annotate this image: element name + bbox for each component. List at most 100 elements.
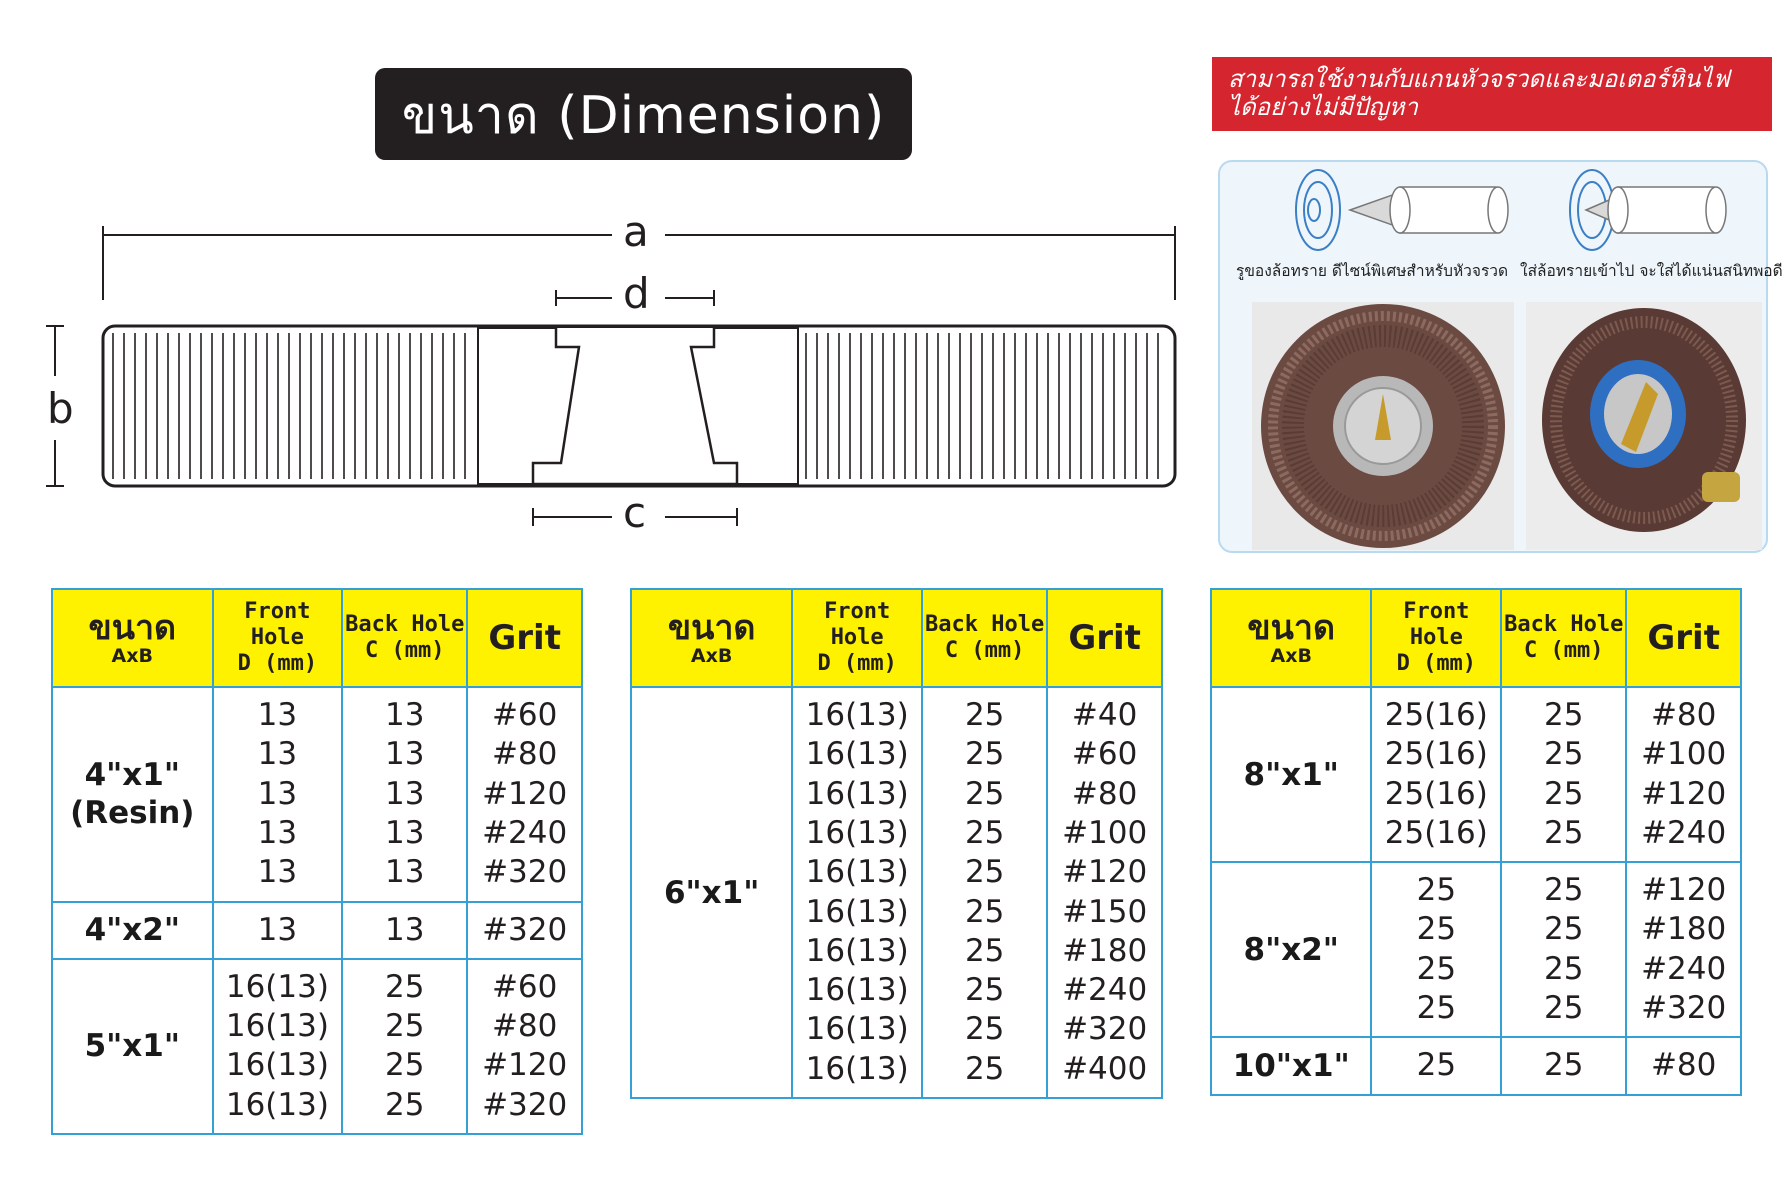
header-front-hole: Front Hole D (mm) xyxy=(1370,588,1503,688)
compatibility-banner: สามารถใช้งานกับแกนหัวจรวดและมอเตอร์หินไฟ… xyxy=(1212,57,1772,131)
grit-value: #240 xyxy=(482,814,568,851)
header-front-hole-line2: D (mm) xyxy=(817,651,897,676)
front-hole-value: 16(13) xyxy=(225,968,329,1005)
back-hole-value: 13 xyxy=(385,911,425,948)
grit-value: #240 xyxy=(1641,950,1727,987)
size-cell: 5"x1" xyxy=(51,957,214,1135)
header-size-sub: AxB xyxy=(111,645,153,667)
front-hole-value: 16(13) xyxy=(225,1008,329,1045)
header-back-hole-line2: C (mm) xyxy=(1524,638,1604,663)
back-hole-value: 25 xyxy=(385,1047,425,1084)
front-hole-value: 25 xyxy=(1416,911,1457,948)
size-cell: 4"x1"(Resin) xyxy=(51,686,214,903)
back-hole-value: 25 xyxy=(385,968,425,1005)
caption-left: รูของล้อทราย ดีไซน์พิเศษสำหรับหัวจรวด xyxy=(1236,262,1509,280)
back-hole-value: 25 xyxy=(964,932,1005,969)
grit-value: #120 xyxy=(1641,775,1727,812)
header-back-hole-line2: C (mm) xyxy=(365,638,445,663)
grit-cell: #40#60#80#100#120#150#180#240#320#400 xyxy=(1046,686,1163,1099)
spec-table-3: ขนาด AxB Front Hole D (mm) Back Hole C (… xyxy=(1209,588,1742,1096)
back-hole-value: 25 xyxy=(1544,872,1584,909)
back-hole-value: 25 xyxy=(1544,950,1584,987)
size-label: 10"x1" xyxy=(1232,1048,1350,1085)
front-hole-value: 16(13) xyxy=(805,972,909,1009)
grit-value: #100 xyxy=(1062,814,1148,851)
flap-wheel-photo-front xyxy=(1252,302,1514,550)
back-hole-value: 13 xyxy=(385,814,425,851)
back-hole-value: 13 xyxy=(385,775,425,812)
back-hole-value: 25 xyxy=(1544,911,1584,948)
header-back-hole: Back Hole C (mm) xyxy=(341,588,469,688)
grit-value: #80 xyxy=(1071,775,1138,812)
header-back-hole-line1: Back Hole xyxy=(1504,612,1624,637)
mounting-sketch-illustration xyxy=(1295,169,1727,251)
header-front-hole-line2: D (mm) xyxy=(1396,651,1477,676)
back-hole-value: 25 xyxy=(964,972,1005,1009)
spec-table-1: ขนาด AxB Front Hole D (mm) Back Hole C (… xyxy=(51,588,583,1135)
size-label: 5"x1" xyxy=(84,1028,180,1065)
header-front-hole-line1: Front Hole xyxy=(244,599,311,650)
header-size-main: ขนาด xyxy=(1247,608,1336,648)
header-size: ขนาด AxB xyxy=(51,588,214,688)
back-hole-cell: 13 xyxy=(341,900,469,960)
front-hole-value: 16(13) xyxy=(805,1011,909,1048)
flap-wheel-photo-angled xyxy=(1526,302,1762,550)
header-front-hole-line1: Front Hole xyxy=(1403,599,1470,650)
grit-cell: #120#180#240#320 xyxy=(1625,861,1742,1039)
front-hole-value: 16(13) xyxy=(805,697,909,734)
size-label: 8"x1" xyxy=(1243,756,1339,793)
size-label: 8"x2" xyxy=(1243,931,1339,968)
grit-value: #120 xyxy=(1641,872,1727,909)
header-back-hole: Back Hole C (mm) xyxy=(921,588,1049,688)
size-group-row: 6"x1"16(13)16(13)16(13)16(13)16(13)16(13… xyxy=(629,686,1163,1099)
grit-value: #150 xyxy=(1062,893,1148,930)
front-hole-value: 25(16) xyxy=(1384,736,1488,773)
back-hole-value: 25 xyxy=(1544,814,1584,851)
front-hole-value: 25 xyxy=(1416,1047,1457,1084)
dimension-a-label: a xyxy=(613,211,659,253)
banner-line-2: ได้อย่างไม่มีปัญหา xyxy=(1228,93,1419,121)
size-cell: 8"x2" xyxy=(1209,861,1373,1039)
header-size: ขนาด AxB xyxy=(629,588,794,688)
back-hole-value: 25 xyxy=(964,893,1005,930)
size-cell: 4"x2" xyxy=(51,900,214,960)
front-hole-cell: 16(13)16(13)16(13)16(13)16(13)16(13)16(1… xyxy=(791,686,924,1099)
size-cell: 8"x1" xyxy=(1209,685,1373,864)
grit-value: #40 xyxy=(1071,697,1138,734)
back-hole-value: 13 xyxy=(385,697,425,733)
header-grit: Grit xyxy=(1046,588,1163,688)
dimension-d-label: d xyxy=(613,273,660,315)
header-back-hole-line1: Back Hole xyxy=(925,612,1045,637)
front-hole-value: 16(13) xyxy=(805,1050,909,1087)
grit-cell: #60#80#120#320 xyxy=(466,957,583,1135)
front-hole-value: 16(13) xyxy=(225,1086,329,1123)
back-hole-value: 25 xyxy=(964,775,1005,812)
size-label: 4"x1" xyxy=(84,757,180,794)
back-hole-value: 25 xyxy=(385,1008,425,1045)
header-back-hole-line2: C (mm) xyxy=(944,638,1025,663)
back-hole-value: 25 xyxy=(964,736,1005,773)
grit-cell: #80#100#120#240 xyxy=(1625,685,1742,864)
grit-value: #120 xyxy=(482,775,568,812)
grit-cell: #80 xyxy=(1625,1036,1742,1096)
banner-line-1: สามารถใช้งานกับแกนหัวจรวดและมอเตอร์หินไฟ xyxy=(1228,65,1730,93)
back-hole-cell: 25 xyxy=(1500,1036,1628,1096)
front-hole-value: 13 xyxy=(257,911,298,948)
header-front-hole: Front Hole D (mm) xyxy=(211,588,344,688)
grit-value: #320 xyxy=(1641,990,1727,1027)
header-size-sub: AxB xyxy=(1270,645,1312,667)
back-hole-value: 25 xyxy=(964,854,1005,891)
back-hole-value: 25 xyxy=(964,697,1005,734)
caption-right: ใส่ล้อทรายเข้าไป จะใส่ได้แน่นสนิทพอดี xyxy=(1520,262,1783,280)
grit-value: #80 xyxy=(1650,697,1717,733)
grit-value: #60 xyxy=(1071,736,1138,773)
front-hole-value: 13 xyxy=(257,854,298,891)
front-hole-cell: 13 xyxy=(211,900,344,960)
